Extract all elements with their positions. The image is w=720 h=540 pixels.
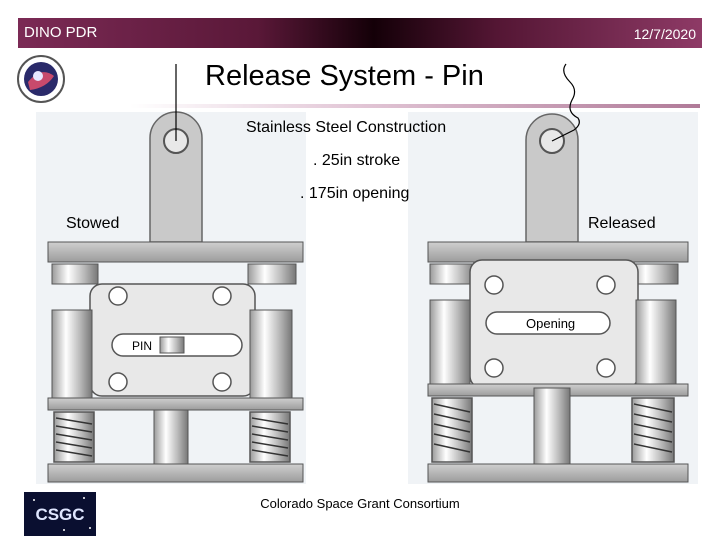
csgc-logo: CSGC: [24, 492, 96, 536]
released-pin-tab: [525, 113, 579, 243]
released-right-spring: [631, 397, 675, 463]
stowed-assembly: [47, 111, 304, 483]
released-assembly: [427, 113, 689, 483]
footer-text: Colorado Space Grant Consortium: [260, 496, 460, 511]
stowed-right-spring: [249, 411, 291, 463]
callout-stroke: . 25in stroke: [313, 152, 401, 169]
title-underline: [130, 104, 700, 108]
callout-construction: Stainless Steel Construction: [246, 119, 447, 136]
label-opening: Opening: [526, 316, 576, 331]
released-opening-slot: [485, 311, 611, 335]
slide-title: Release System - Pin: [205, 60, 484, 92]
label-released: Released: [588, 215, 656, 232]
header-date: 12/7/2020: [633, 26, 696, 42]
csgc-logo-text: CSGC: [35, 505, 84, 524]
stowed-left-spring: [53, 411, 95, 463]
released-left-spring: [431, 397, 473, 463]
stowed-pin-tab: [149, 111, 203, 243]
space-grant-seal-icon: [17, 55, 65, 103]
label-stowed: Stowed: [66, 215, 120, 232]
stowed-pin-rod: [159, 336, 185, 354]
callout-opening-size: . 175in opening: [300, 185, 410, 202]
label-pin: PIN: [132, 339, 153, 353]
header-presentation-name: DINO PDR: [24, 24, 98, 41]
released-cable-line: [551, 63, 580, 142]
header-bar: DINO PDR 12/7/2020: [18, 18, 702, 48]
